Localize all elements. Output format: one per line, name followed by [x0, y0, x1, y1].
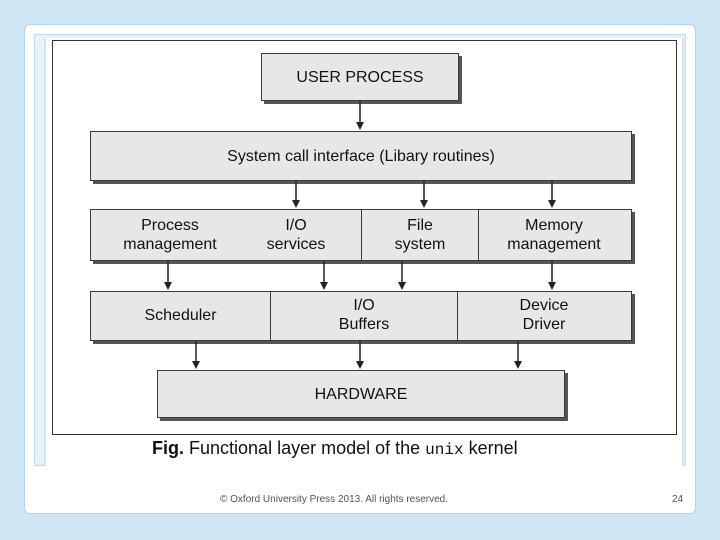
scheduler-cell: Scheduler	[91, 293, 270, 337]
syscall-interface-label: System call interface (Libary routines)	[227, 147, 495, 165]
hardware-label: HARDWARE	[314, 385, 408, 403]
caption-text-after: kernel	[468, 438, 518, 458]
io-buffers-line2: Buffers	[338, 316, 390, 333]
caption-fig-label: Fig.	[152, 438, 184, 458]
io-services-cell: I/O services	[250, 213, 342, 257]
divider-file-memory	[478, 209, 479, 261]
arrow-user-to-syscall	[355, 101, 365, 131]
arrow-process-to-scheduler	[163, 261, 173, 291]
memory-management-line2: management	[507, 236, 601, 253]
process-management-cell: Process management	[100, 213, 240, 257]
user-process-box: USER PROCESS	[261, 53, 459, 101]
scheduler-label: Scheduler	[144, 306, 217, 324]
io-buffers-cell: I/O Buffers	[271, 293, 457, 337]
divider-scheduler-buffers	[270, 291, 271, 341]
hardware-box: HARDWARE	[157, 370, 565, 418]
arrow-syscall-to-io-services	[291, 181, 301, 209]
arrow-syscall-to-file-system	[419, 181, 429, 209]
io-buffers-line1: I/O	[353, 297, 375, 314]
process-management-line2: management	[123, 236, 217, 253]
arrow-io-to-buffers	[319, 261, 329, 291]
divider-buffers-driver	[457, 291, 458, 341]
arrow-syscall-to-memory	[547, 181, 557, 209]
arrow-scheduler-to-hardware	[191, 341, 201, 370]
arrow-file-to-buffers	[397, 261, 407, 291]
file-system-line1: File	[407, 217, 433, 234]
caption-text-before: Functional layer model of the	[189, 438, 421, 458]
arrow-buffers-to-hardware	[355, 341, 365, 370]
memory-management-cell: Memory management	[479, 213, 629, 257]
device-driver-line1: Device	[519, 297, 569, 314]
device-driver-line2: Driver	[522, 316, 566, 333]
io-services-line1: I/O	[285, 217, 307, 234]
memory-management-line1: Memory	[525, 217, 583, 234]
page-number: 24	[672, 494, 684, 505]
caption-unix: unix	[425, 441, 464, 459]
copyright-footer: © Oxford University Press 2013. All righ…	[220, 494, 449, 505]
divider-io-file	[361, 209, 362, 261]
io-services-line2: services	[266, 236, 326, 253]
file-system-cell: File system	[362, 213, 478, 257]
low-level-row	[90, 291, 632, 341]
arrow-memory-to-driver	[547, 261, 557, 291]
syscall-interface-box: System call interface (Libary routines)	[90, 131, 632, 181]
file-system-line2: system	[394, 236, 446, 253]
figure-caption: Fig. Functional layer model of the unix …	[152, 438, 518, 459]
arrow-driver-to-hardware	[513, 341, 523, 370]
process-management-line1: Process	[141, 217, 199, 234]
device-driver-cell: Device Driver	[458, 293, 630, 337]
user-process-label: USER PROCESS	[296, 68, 424, 86]
